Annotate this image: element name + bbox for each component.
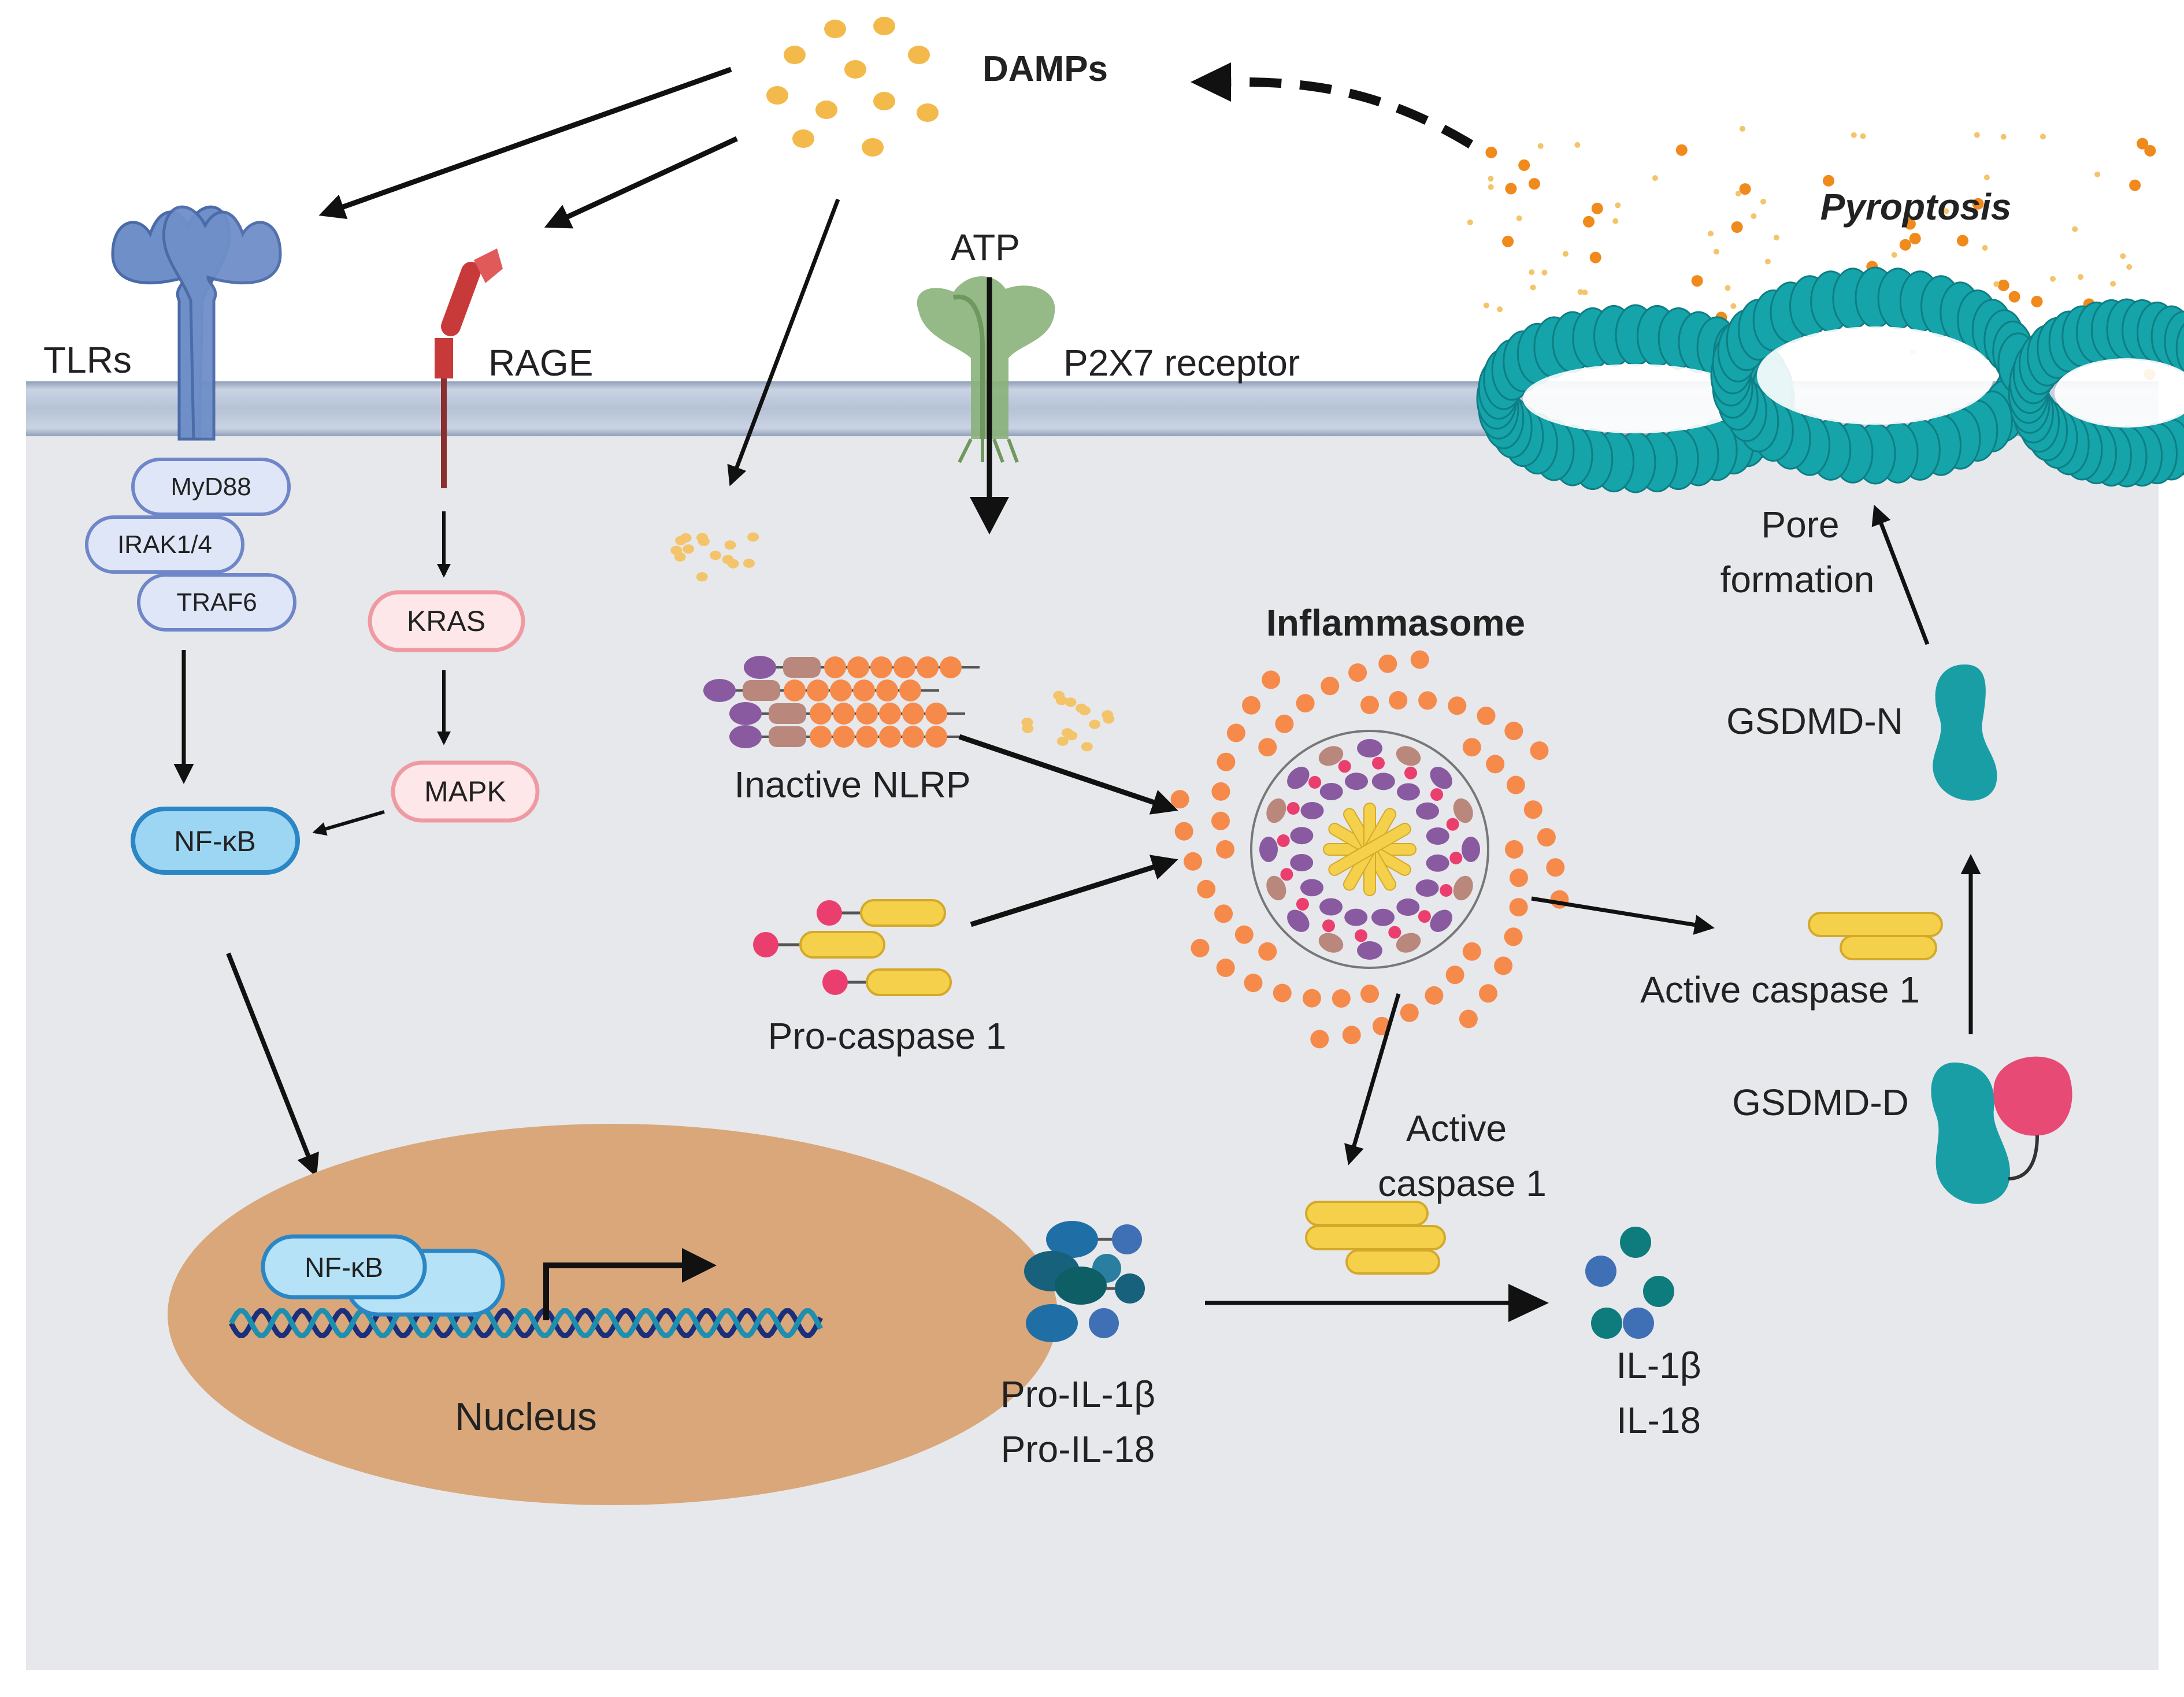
- irak-adaptor: IRAK1/4: [85, 515, 244, 574]
- tlr-receptor-icon: [111, 205, 282, 441]
- rage-label: RAGE: [488, 342, 593, 384]
- damps-to-tlr-arrow: [318, 66, 732, 220]
- active-caspase-right-icon: [1808, 912, 1943, 960]
- intracellular-damps: [670, 532, 759, 582]
- damps-to-rage-arrow: [544, 136, 738, 229]
- active-caspase-bottom-label-1: Active: [1406, 1108, 1507, 1149]
- p2x7-label: P2X7 receptor: [1063, 342, 1300, 384]
- myd88-adaptor: MyD88: [131, 458, 291, 516]
- mapk-label: MAPK: [424, 775, 506, 808]
- il18-label: IL-18: [1616, 1399, 1701, 1441]
- gsdmd-pore-icon: [1476, 266, 2184, 493]
- inactive-nlrp-icon: [703, 656, 980, 748]
- pore-formation-arrow: [1871, 504, 1930, 645]
- nfkb-to-nucleus-arrow: [226, 952, 319, 1178]
- procaspase-to-inflammasome-arrow: [970, 855, 1178, 927]
- pro-il18-label: Pro-IL-18: [1001, 1428, 1155, 1470]
- dna-helix-icon: [229, 1308, 823, 1338]
- il-cytokines-icon: [1585, 1227, 1674, 1339]
- gsdmd-d-icon: [1931, 1056, 2072, 1204]
- p2x7-receptor-icon: [917, 276, 1055, 463]
- nucleus-label: Nucleus: [455, 1395, 597, 1439]
- il1b-label: IL-1β: [1616, 1345, 1701, 1386]
- gsdmd-n-icon: [1933, 664, 1997, 801]
- damps-to-cytoplasm-arrow: [727, 198, 840, 487]
- irak-label: IRAK1/4: [117, 530, 212, 559]
- nfkb-label: NF-κB: [174, 825, 256, 857]
- pore-formation-label-1: Pore: [1761, 504, 1839, 545]
- release-arrowhead: [1191, 62, 1231, 102]
- kras-label: KRAS: [407, 605, 485, 637]
- rage-receptor-icon: [435, 248, 503, 488]
- active-caspase-right-label: Active caspase 1: [1640, 969, 1920, 1011]
- damps-cluster: [766, 17, 939, 157]
- pyroptosis-label: Pyroptosis: [1820, 186, 2012, 228]
- atp-arrowhead: [970, 497, 1009, 534]
- inflammasome-to-caspase-bottom-arrow: [1344, 993, 1401, 1165]
- pro-caspase-icon: [753, 899, 952, 996]
- kras-node: KRAS: [368, 590, 525, 652]
- inactive-nlrp-label: Inactive NLRP: [734, 764, 970, 805]
- pro-il-to-il-arrowhead: [1508, 1284, 1549, 1322]
- gsdmd-n-label: GSDMD-N: [1726, 700, 1903, 742]
- myd88-label: MyD88: [170, 473, 251, 501]
- nlrp-to-inflammasome-arrow: [958, 734, 1178, 815]
- inflammasome-to-active-caspase-arrow: [1531, 896, 1715, 935]
- damps-label: DAMPs: [982, 49, 1108, 89]
- nfkb-nucleus-label: NF-κB: [305, 1253, 383, 1283]
- nfkb-cytoplasm: NF-κB: [131, 807, 300, 875]
- tlrs-label: TLRs: [43, 339, 132, 381]
- active-caspase-bottom-icon: [1305, 1201, 1446, 1275]
- traf6-adaptor: TRAF6: [137, 573, 296, 632]
- transcription-arrowhead: [682, 1248, 717, 1283]
- atp-label: ATP: [951, 226, 1020, 268]
- mapk-node: MAPK: [391, 760, 540, 823]
- traf6-label: TRAF6: [176, 588, 257, 617]
- pro-caspase-label: Pro-caspase 1: [768, 1015, 1007, 1057]
- inflammasome-side-damps: [1021, 690, 1115, 752]
- mapk-to-nfkb-arrow: [312, 810, 385, 836]
- nfkb-nucleus: NF-κB: [261, 1234, 427, 1299]
- active-caspase-bottom-label-2: caspase 1: [1378, 1163, 1547, 1204]
- pore-formation-label-2: formation: [1720, 559, 1875, 600]
- pro-il1b-label: Pro-IL-1β: [1000, 1373, 1155, 1415]
- pro-il-icon: [1024, 1221, 1145, 1342]
- release-dashed-arrow: [1219, 77, 1474, 148]
- inflammasome-icon: [1170, 650, 1569, 1049]
- transcription-arrow: [543, 1262, 685, 1320]
- gsdmd-d-label: GSDMD-D: [1732, 1082, 1909, 1123]
- inflammasome-label: Inflammasome: [1266, 602, 1525, 644]
